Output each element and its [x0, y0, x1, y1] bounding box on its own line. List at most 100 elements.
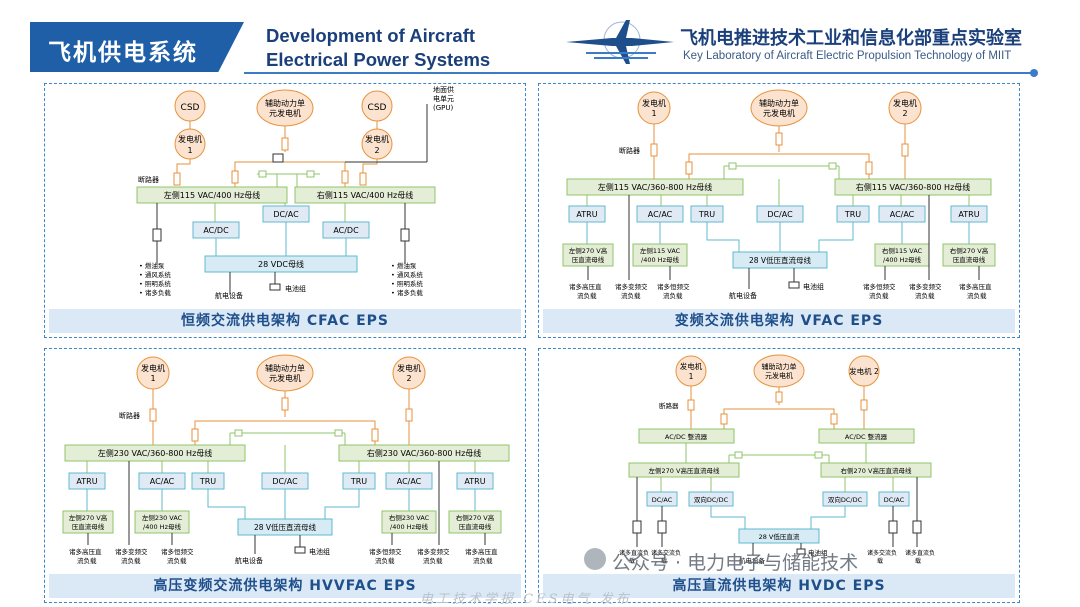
- vfac-battery-icon: [788, 281, 800, 289]
- hvvfac-ac230-l2: /400 Hz母线: [143, 522, 181, 531]
- cfac-load-right-4: • 诸多负载: [391, 288, 423, 297]
- cfac-acdc-left-label: AC/DC: [203, 226, 229, 235]
- hvdc-load-l1a: 诸多直流负: [619, 549, 649, 557]
- watermark-journal: 电工技术学报 CES电气 发布: [420, 592, 632, 607]
- hvdc-rect-right-label: AC/DC 整流器: [845, 432, 888, 441]
- cfac-load-right-3: • 照明系统: [391, 279, 423, 288]
- hvdc-load-l1b: 载: [629, 557, 635, 565]
- vfac-apu: [750, 89, 808, 127]
- hvvfac-lv-dc-bus: [237, 518, 333, 536]
- hvvfac-hvdc-r2: 压直流母线: [459, 522, 492, 531]
- hvdc-breaker-label: 断路器: [659, 401, 679, 410]
- hvdc-diagram: 发电机 1 辅助动力单 元发电机 发电机 2 断路器 AC/DC 整流器 AC/…: [619, 354, 935, 565]
- vfac-load-l2b: 流负载: [621, 291, 641, 300]
- cfac-dc-bus: [204, 255, 358, 273]
- cfac-load-left-4: • 诸多负载: [139, 288, 171, 297]
- vfac-apu-l1: 辅助动力单: [759, 98, 799, 108]
- vfac-ac115-l2: /400 Hz母线: [641, 255, 679, 264]
- hvdc-rect-left-label: AC/DC 整流器: [665, 432, 708, 441]
- hvvfac-battery-label: 电池组: [309, 547, 330, 556]
- hvdc-apu: [753, 354, 805, 388]
- hvvfac-load-r3b: 流负载: [473, 556, 493, 565]
- vfac-tru-left-label: TRU: [698, 210, 715, 219]
- vfac-lv-bus-label: 28 V低压直流母线: [749, 255, 812, 265]
- hvdc-load-l2a: 诸多交流负: [651, 549, 681, 557]
- lab-name-cn: 飞机电推进技术工业和信息化部重点实验室: [680, 28, 1022, 49]
- cfac-left-bus-label: 左侧115 VAC/400 Hz母线: [164, 190, 260, 200]
- csd-1-label: CSD: [181, 103, 200, 113]
- hvdc-gen1-num: 1: [689, 372, 694, 381]
- vfac-gen2-num: 2: [902, 109, 907, 118]
- hvdc-load-l2b: 载: [661, 557, 667, 565]
- hvdc-apu-l1: 辅助动力单: [762, 362, 797, 371]
- hvvfac-battery-icon: [294, 546, 306, 554]
- hvvfac-avionics-label: 航电设备: [235, 556, 263, 565]
- hvdc-gen2-label: 发电机 2: [849, 366, 879, 376]
- hvvfac-load-l3a: 诸多恒频交: [161, 547, 194, 556]
- hvvfac-gen2-label: 发电机: [397, 363, 421, 373]
- panel-vfac-title: 变频交流供电架构 VFAC EPS: [543, 309, 1015, 333]
- hvvfac-load-r1b: 流负载: [375, 556, 395, 565]
- cfac-battery-icon: [269, 283, 281, 291]
- hvvfac-atru-left-label: ATRU: [76, 477, 97, 486]
- hvvfac-tru-left-label: TRU: [199, 477, 216, 486]
- vfac-load-r2a: 诸多变频交: [909, 282, 942, 291]
- hvvfac-load-r2a: 诸多变频交: [417, 547, 450, 556]
- vfac-load-r1a: 诸多恒频交: [863, 282, 896, 291]
- vfac-avionics-label: 航电设备: [729, 291, 757, 300]
- vfac-battery-label: 电池组: [803, 282, 824, 291]
- hvdc-gen1-label: 发电机: [680, 361, 703, 371]
- panel-cfac: CSD CSD 发电机 1 发电机 2 辅助动力单 元发电机 地面供 电单元 (…: [44, 83, 526, 338]
- hvvfac-ac230-l1: 左侧230 VAC: [142, 513, 183, 522]
- cfac-gen2-label: 发电机: [365, 134, 389, 144]
- hvvfac-hvdc-r1: 右侧270 V高: [456, 513, 495, 522]
- cfac-load-right-2: • 通风系统: [391, 270, 423, 279]
- vfac-right-bus-label: 右侧115 VAC/360-800 Hz母线: [856, 182, 971, 192]
- hvvfac-hvdc-right-bus: [448, 510, 502, 534]
- hvvfac-load-l1a: 诸多高压直: [69, 547, 102, 556]
- vfac-left-ac-bus: [566, 178, 744, 196]
- panel-cfac-title: 恒频交流供电架构 CFAC EPS: [49, 309, 521, 333]
- hvvfac-generator-2: [392, 356, 426, 390]
- hvvfac-gen1-num: 1: [150, 374, 155, 383]
- vfac-load-r3a: 诸多高压直: [959, 282, 992, 291]
- vfac-generator-1: [637, 91, 671, 125]
- hvdc-right-dc-bus: [820, 462, 932, 478]
- hvvfac-apu-l2: 元发电机: [269, 373, 301, 383]
- hvvfac-left-ac-bus: [64, 444, 246, 462]
- vfac-hvdc-r1: 右侧270 V高: [950, 246, 989, 255]
- vfac-gen1-num: 1: [651, 109, 656, 118]
- hvdc-dcac-left-label: DC/AC: [652, 496, 673, 504]
- hvdc-apu-l2: 元发电机: [765, 371, 793, 380]
- cfac-apu-l1: 辅助动力单: [265, 98, 305, 108]
- hvvfac-load-l3b: 流负载: [167, 556, 187, 565]
- vfac-hvdc-l2: 压直流母线: [572, 255, 605, 264]
- cfac-diagram: CSD CSD 发电机 1 发电机 2 辅助动力单 元发电机 地面供 电单元 (…: [136, 85, 454, 300]
- hvvfac-apu: [256, 354, 314, 392]
- cfac-gen1-label: 发电机: [178, 134, 202, 144]
- vfac-apu-l2: 元发电机: [763, 108, 795, 118]
- hvvfac-lv-bus-label: 28 V低压直流母线: [254, 522, 317, 532]
- vfac-generator-2: [888, 91, 922, 125]
- cfac-load-right-1: • 燃油泵: [391, 261, 417, 270]
- vfac-load-r1b: 流负载: [869, 291, 889, 300]
- hvdc-dcac-right: [878, 491, 910, 507]
- hvvfac-right-ac-bus: [338, 444, 510, 462]
- hvdc-load-r2a: 诸多直流负: [905, 549, 935, 557]
- cfac-acdc-right-label: AC/DC: [333, 226, 359, 235]
- vfac-gen1-label: 发电机: [642, 98, 666, 108]
- hvvfac-hvdc-l2: 压直流母线: [72, 522, 105, 531]
- hvvfac-atru-right-label: ATRU: [464, 477, 485, 486]
- hvdc-avionics-label: 航电设备: [739, 556, 766, 565]
- hvvfac-right-bus-label: 右侧230 VAC/360-800 Hz母线: [367, 448, 482, 458]
- hvvfac-load-r1a: 诸多恒频交: [369, 547, 402, 556]
- vfac-breaker-label: 断路器: [619, 146, 640, 155]
- vfac-dcac-label: DC/AC: [767, 210, 793, 219]
- hvvfac-apu-l1: 辅助动力单: [265, 363, 305, 373]
- hvvfac-gen1-label: 发电机: [141, 363, 165, 373]
- hvdc-load-r2b: 载: [915, 557, 921, 565]
- hvvfac-hvdc-l1: 左侧270 V高: [69, 513, 108, 522]
- cfac-gen2-num: 2: [374, 146, 379, 155]
- cfac-right-bus-label: 右侧115 VAC/400 Hz母线: [317, 190, 413, 200]
- vfac-atru-left-label: ATRU: [576, 210, 597, 219]
